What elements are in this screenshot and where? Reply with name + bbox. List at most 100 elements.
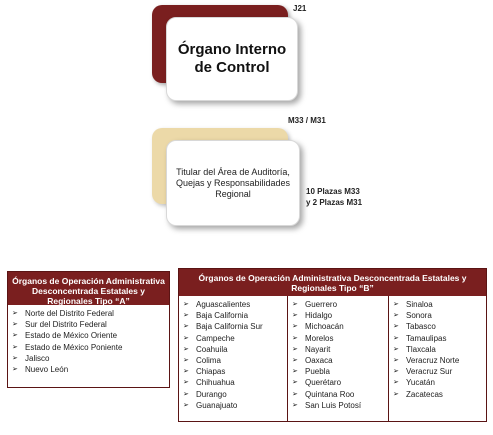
list-item-label: Campeche bbox=[196, 333, 235, 343]
arrow-bullet-icon: ➢ bbox=[183, 357, 189, 365]
list-item-label: Yucatán bbox=[406, 378, 435, 388]
list-item-label: Sur del Distrito Federal bbox=[25, 320, 107, 330]
plazas-line-2: y 2 Plazas M31 bbox=[306, 198, 363, 207]
arrow-bullet-icon: ➢ bbox=[292, 357, 298, 365]
arrow-bullet-icon: ➢ bbox=[12, 354, 18, 362]
list-item: ➢ Sinaloa bbox=[393, 299, 484, 310]
list-item: ➢Nuevo León bbox=[12, 364, 167, 375]
list-item: ➢Campeche bbox=[183, 333, 285, 344]
arrow-bullet-icon: ➢ bbox=[292, 301, 298, 308]
table-b-list-col3: ➢Sinaloa➢Sonora➢Tabasco➢Tamaulipas➢Tlaxc… bbox=[393, 299, 484, 400]
list-item: ➢ Colima bbox=[183, 355, 285, 366]
mid-box-code: M33 / M31 bbox=[288, 116, 326, 125]
table-type-a: Órganos de Operación Administrativa Desc… bbox=[7, 271, 170, 388]
list-item-label: Veracruz Norte bbox=[406, 356, 460, 366]
arrow-bullet-icon: ➢ bbox=[12, 321, 18, 329]
list-item-label: Estado de México Oriente bbox=[25, 331, 118, 341]
arrow-bullet-icon: ➢ bbox=[183, 390, 189, 398]
list-item-label: Querétaro bbox=[305, 378, 342, 388]
list-item-label: Michoacán bbox=[305, 322, 344, 332]
list-item: ➢Aguascalientes bbox=[183, 299, 285, 310]
list-item-label: Aguascalientes bbox=[196, 300, 251, 309]
list-item: ➢Jalisco bbox=[12, 353, 167, 364]
arrow-bullet-icon: ➢ bbox=[292, 401, 298, 409]
list-item: ➢ San Luis Potosí bbox=[292, 400, 386, 411]
arrow-bullet-icon: ➢ bbox=[393, 323, 399, 331]
arrow-bullet-icon: ➢ bbox=[393, 301, 399, 308]
arrow-bullet-icon: ➢ bbox=[393, 312, 399, 320]
table-type-b: Órganos de Operación Administrativa Desc… bbox=[178, 268, 487, 422]
table-a-header: Órganos de Operación Administrativa Desc… bbox=[8, 272, 169, 306]
arrow-bullet-icon: ➢ bbox=[12, 343, 18, 351]
top-box-title: Órgano Interno de Control bbox=[177, 41, 287, 76]
arrow-bullet-icon: ➢ bbox=[292, 345, 298, 353]
list-item-label: Oaxaca bbox=[305, 356, 333, 366]
list-item-label: Sinaloa bbox=[406, 300, 433, 309]
list-item: ➢Tabasco bbox=[393, 321, 484, 332]
list-item: ➢Chiapas bbox=[183, 366, 285, 377]
arrow-bullet-icon: ➢ bbox=[393, 379, 399, 387]
list-item-label: Morelos bbox=[305, 333, 334, 343]
list-item: ➢Veracruz Norte bbox=[393, 355, 484, 366]
list-item: ➢ Michoacán bbox=[292, 321, 386, 332]
list-item-label: Hidalgo bbox=[305, 311, 333, 321]
table-b-list-col1: ➢Aguascalientes➢Baja California➢Baja Cal… bbox=[183, 299, 285, 411]
arrow-bullet-icon: ➢ bbox=[292, 312, 298, 320]
list-item-label: Tlaxcala bbox=[406, 344, 436, 354]
mid-box: Titular del Área de Auditoría, Quejas y … bbox=[166, 140, 300, 226]
list-item: ➢Estado de México Poniente bbox=[12, 342, 167, 353]
table-a-list: ➢ Norte del Distrito Federal ➢ Sur del Dist… bbox=[12, 308, 167, 375]
mid-box-title: Titular del Área de Auditoría, Quejas y … bbox=[175, 166, 291, 199]
arrow-bullet-icon: ➢ bbox=[12, 332, 18, 340]
arrow-bullet-icon: ➢ bbox=[292, 334, 298, 342]
list-item: ➢Quintana Roo bbox=[292, 389, 386, 400]
list-item: ➢ Baja California bbox=[183, 310, 285, 321]
arrow-bullet-icon: ➢ bbox=[393, 345, 399, 353]
arrow-bullet-icon: ➢ bbox=[292, 368, 298, 376]
table-b-list-col2: ➢Guerrero➢Hidalgo➢Michoacán➢Morelos➢Naya… bbox=[292, 299, 386, 411]
list-item: ➢Baja California Sur bbox=[183, 321, 285, 332]
list-item: ➢ Tamaulipas bbox=[393, 333, 484, 344]
list-item-label: Colima bbox=[196, 356, 221, 366]
list-item-label: Chiapas bbox=[196, 367, 226, 377]
list-item: ➢ Durango bbox=[183, 389, 285, 400]
list-item: ➢ Yucatán bbox=[393, 377, 484, 388]
arrow-bullet-icon: ➢ bbox=[393, 390, 399, 398]
arrow-bullet-icon: ➢ bbox=[393, 334, 399, 342]
list-item: ➢ Querétaro bbox=[292, 377, 386, 388]
list-item-label: Tamaulipas bbox=[406, 333, 447, 343]
list-item-label: Zacatecas bbox=[406, 389, 443, 399]
list-item: ➢Chihuahua bbox=[183, 377, 285, 388]
table-b-header: Órganos de Operación Administrativa Desc… bbox=[179, 269, 486, 296]
arrow-bullet-icon: ➢ bbox=[183, 312, 189, 320]
list-item-label: Coahuila bbox=[196, 344, 228, 354]
list-item: ➢ Zacatecas bbox=[393, 389, 484, 400]
arrow-bullet-icon: ➢ bbox=[292, 390, 298, 398]
list-item-label: Puebla bbox=[305, 367, 330, 377]
top-box-code: J21 bbox=[293, 4, 307, 13]
list-item: ➢ Norte del Distrito Federal bbox=[12, 308, 167, 319]
arrow-bullet-icon: ➢ bbox=[292, 379, 298, 387]
list-item: ➢ Oaxaca bbox=[292, 355, 386, 366]
list-item: ➢ Coahuila bbox=[183, 344, 285, 355]
list-item: ➢ Guerrero bbox=[292, 299, 386, 310]
plazas-line-1: 10 Plazas M33 bbox=[306, 187, 360, 196]
list-item-label: Baja California bbox=[196, 311, 249, 321]
arrow-bullet-icon: ➢ bbox=[183, 323, 189, 331]
arrow-bullet-icon: ➢ bbox=[292, 323, 298, 331]
list-item-label: Durango bbox=[196, 389, 227, 399]
list-item-label: San Luis Potosí bbox=[305, 400, 362, 410]
list-item-label: Norte del Distrito Federal bbox=[25, 309, 114, 318]
list-item: ➢ Sonora bbox=[393, 310, 484, 321]
list-item: ➢ Estado de México Oriente bbox=[12, 330, 167, 341]
list-item-label: Sonora bbox=[406, 311, 432, 321]
list-item-label: Guerrero bbox=[305, 300, 338, 309]
list-item-label: Chihuahua bbox=[196, 378, 235, 388]
top-box: Órgano Interno de Control bbox=[166, 17, 298, 101]
list-item: ➢ Puebla bbox=[292, 366, 386, 377]
list-item: ➢ Sur del Distrito Federal bbox=[12, 319, 167, 330]
list-item: ➢ Hidalgo bbox=[292, 310, 386, 321]
arrow-bullet-icon: ➢ bbox=[12, 310, 18, 317]
list-item: ➢Veracruz Sur bbox=[393, 366, 484, 377]
arrow-bullet-icon: ➢ bbox=[183, 345, 189, 353]
